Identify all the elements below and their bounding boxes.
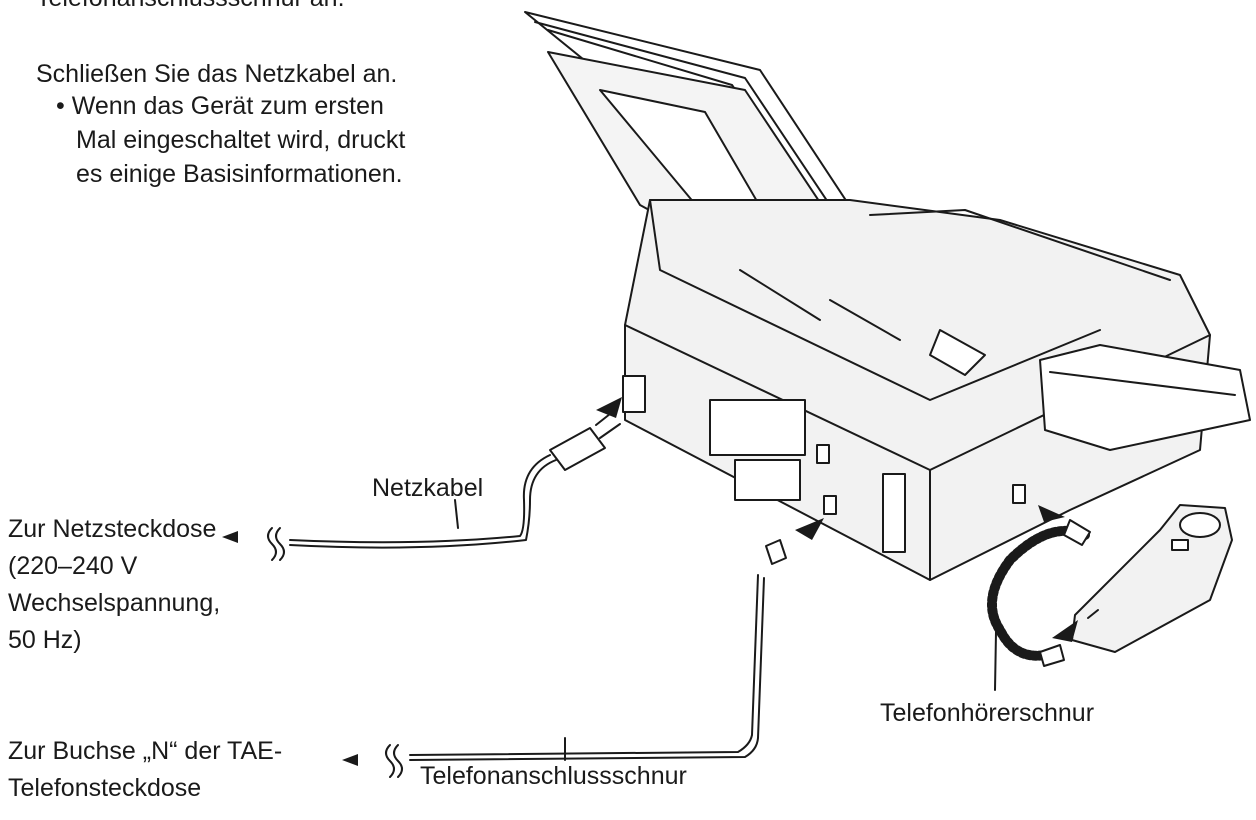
power-dest-line-2: (220–240 V <box>8 552 138 580</box>
phone-destination-label: Zur Buchse „N“ der TAE- Telefonsteckdose <box>8 733 282 807</box>
phone-line-cord-label: Telefonanschlussschnur <box>420 762 687 790</box>
bullet-line-1: • Wenn das Gerät zum ersten <box>56 92 384 120</box>
leader-handset <box>994 631 997 691</box>
previous-step-text: Telefonanschlussschnur an. <box>36 0 345 15</box>
leader-power <box>454 499 459 529</box>
power-dest-line-3: Wechselspannung, <box>8 589 221 617</box>
phone-dest-line-1: Zur Buchse „N“ der TAE- <box>8 737 283 765</box>
power-destination-label: Zur Netzsteckdose (220–240 V Wechselspan… <box>8 511 220 659</box>
power-cord-line <box>289 409 621 549</box>
handset <box>1071 504 1233 653</box>
handset-cord-label: Telefonhörerschnur <box>880 699 1095 727</box>
phone-line-cord-line <box>409 539 787 761</box>
instruction-text: Schließen Sie das Netzkabel an. <box>36 60 398 88</box>
phone-dest-line-2: Telefonsteckdose <box>8 774 202 802</box>
handset-coil-cord <box>987 519 1091 667</box>
bullet-line-2: Mal eingeschaltet wird, druckt <box>76 126 406 154</box>
bullet-line-3: es einige Basisinformationen. <box>76 160 403 188</box>
fax-machine-body <box>622 199 1251 581</box>
power-cord-label: Netzkabel <box>372 474 484 502</box>
connection-arrows <box>222 397 1078 766</box>
power-dest-line-1: Zur Netzsteckdose <box>8 515 217 543</box>
power-dest-line-4: 50 Hz) <box>8 626 82 654</box>
